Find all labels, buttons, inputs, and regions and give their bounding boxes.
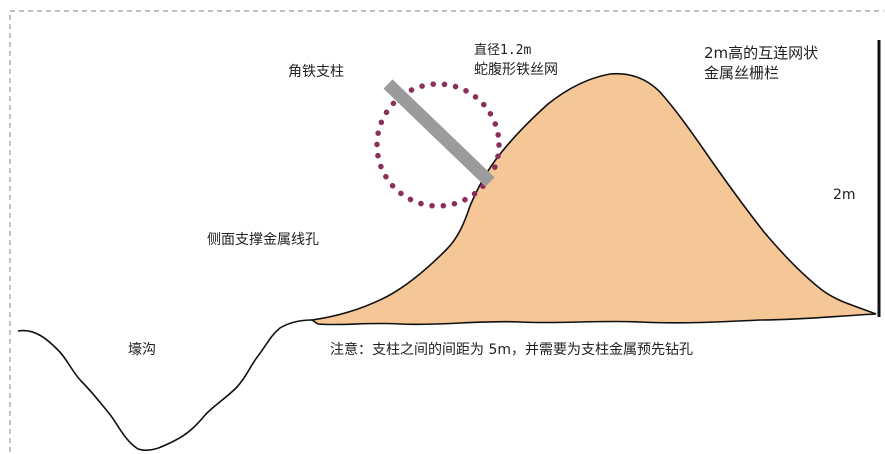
label-coil-diameter: 直径1.2m <box>474 43 532 58</box>
label-note: 注意：支柱之间的间距为 5m，并需要为支柱金属预先钻孔 <box>330 342 693 358</box>
label-fence-line1: 2m高的互连网状 <box>704 44 819 62</box>
label-ditch: 壕沟 <box>128 342 156 358</box>
label-angle-iron-post: 角铁支柱 <box>288 64 344 80</box>
label-side-holes: 侧面支撑金属线孔 <box>207 232 319 248</box>
label-height-mark: 2m <box>833 187 856 203</box>
earth-mound <box>309 72 877 326</box>
label-fence-line2: 金属丝栅栏 <box>704 64 780 82</box>
label-coil-name: 蛇腹形铁丝网 <box>474 62 558 78</box>
concertina-coil-circle <box>374 81 502 209</box>
ditch-ground-line <box>17 319 313 452</box>
frame-border <box>9 10 884 452</box>
angle-iron-post <box>383 79 495 187</box>
